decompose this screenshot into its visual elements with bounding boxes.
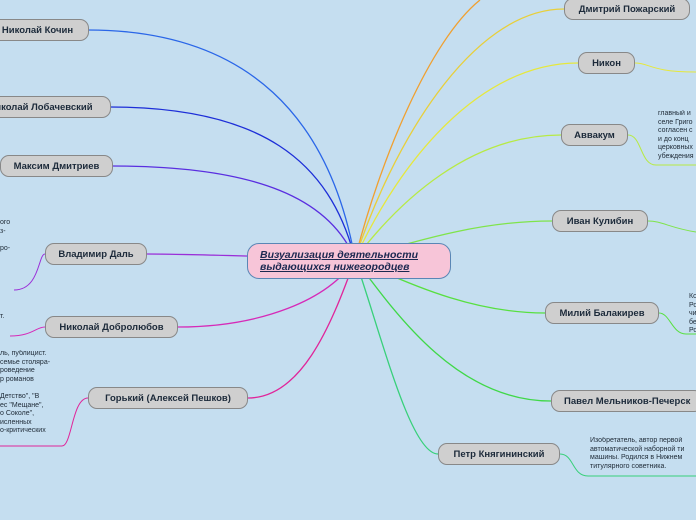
note-gorky: ль, публицист. семье столяра- роведение …	[0, 350, 51, 435]
edge-melnikov	[354, 258, 552, 402]
node-label: Петр Княгининский	[453, 448, 545, 460]
node-nikon[interactable]: Никон	[578, 52, 635, 74]
link-kulibin-tail	[647, 220, 696, 233]
node-label: Иван Кулибин	[566, 215, 634, 227]
link-knyaginin-note	[559, 453, 696, 477]
central-topic-title: Визуализация деятельности выдающихся ниж…	[260, 249, 418, 273]
node-label: Горький (Алексей Пешков)	[105, 392, 231, 404]
link-balakirev-note	[658, 312, 696, 335]
node-avvakum[interactable]: Аввакум	[561, 124, 628, 146]
note-knyaginin: Изобретатель, автор первой автоматическо…	[590, 437, 685, 470]
link-dobrolyubov-note	[9, 326, 46, 337]
node-label: Максим Дмитриев	[13, 160, 100, 172]
node-label: Павел Мельников-Печерск	[564, 395, 691, 407]
note-avvakum: главный и селе Григо согласен с и до кон…	[658, 110, 694, 160]
node-label: Дмитрий Пожарский	[578, 3, 676, 15]
node-label: Никон	[592, 57, 621, 69]
node-dal[interactable]: Владимир Даль	[45, 243, 147, 265]
edge-knyaginin	[354, 258, 439, 455]
node-gorky[interactable]: Горький (Алексей Пешков)	[88, 387, 248, 409]
note-dal: ого з- ро-	[0, 219, 11, 252]
link-gorky-note	[0, 397, 89, 447]
node-lobachevsky[interactable]: Николай Лобачевский	[0, 96, 111, 118]
node-balakirev[interactable]: Милий Балакирев	[545, 302, 659, 324]
note-balakirev: Ко Ро чи бе Ро	[689, 293, 696, 335]
node-label: Николай Кочин	[1, 24, 74, 36]
edge-kochin	[87, 29, 356, 260]
node-dmitriev[interactable]: Максим Дмитриев	[0, 155, 113, 177]
edge-pozharsky	[354, 8, 565, 260]
link-avvakum-note	[627, 134, 696, 166]
edge-gorky	[247, 258, 356, 399]
node-knyaginin[interactable]: Петр Княгининский	[438, 443, 560, 465]
link-nikon-tail	[634, 62, 696, 73]
node-melnikov[interactable]: Павел Мельников-Печерск	[551, 390, 696, 412]
node-label: Николай Добролюбов	[59, 321, 164, 333]
link-dal-note	[13, 253, 46, 291]
edge-nikon	[354, 62, 579, 260]
edge-orange	[354, 0, 481, 260]
edge-dmitriev	[111, 165, 356, 260]
node-label: Николай Лобачевский	[0, 101, 93, 113]
node-pozharsky[interactable]: Дмитрий Пожарский	[564, 0, 690, 20]
edge-avvakum	[354, 134, 562, 260]
node-label: Аввакум	[574, 129, 615, 141]
note-dobrolyubov: т.	[0, 313, 5, 320]
node-label: Владимир Даль	[58, 248, 134, 260]
node-dobrolyubov[interactable]: Николай Добролюбов	[45, 316, 178, 338]
node-label: Милий Балакирев	[559, 307, 645, 319]
central-topic[interactable]: Визуализация деятельности выдающихся ниж…	[247, 243, 451, 279]
edge-lobachevsky	[109, 106, 356, 260]
node-kochin[interactable]: Николай Кочин	[0, 19, 89, 41]
node-kulibin[interactable]: Иван Кулибин	[552, 210, 648, 232]
